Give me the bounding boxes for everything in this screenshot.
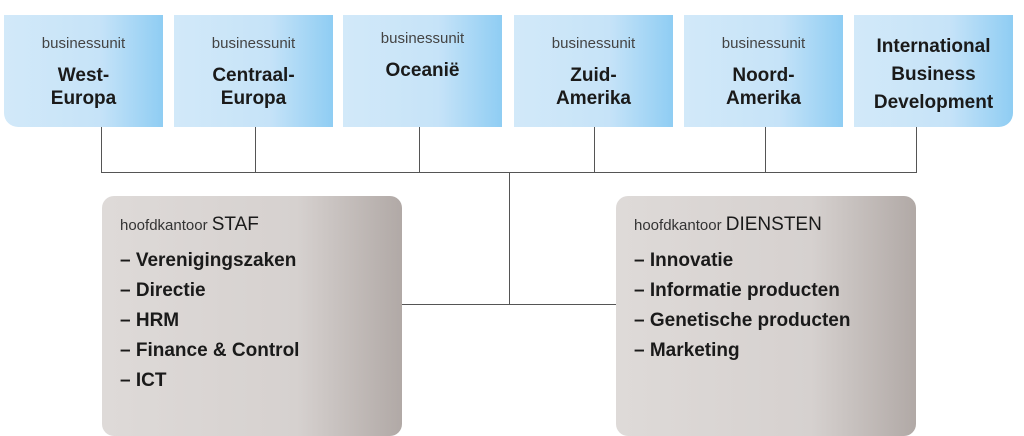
connector: [255, 127, 256, 172]
hq-diensten: hoofdkantoor DIENSTEN – Innovatie – Info…: [616, 196, 916, 436]
unit-noord-amerika: businessunit Noord- Amerika: [684, 15, 843, 127]
unit-oceanie: businessunit Oceanië: [343, 15, 502, 127]
hq-title: hoofdkantoor STAF: [120, 214, 402, 236]
list-item: – Verenigingszaken: [120, 250, 297, 271]
unit-name: Centraal-: [212, 65, 295, 86]
unit-name: Development: [873, 92, 994, 113]
unit-name: Europa: [50, 88, 117, 109]
connector: [765, 127, 766, 172]
list-item: – Finance & Control: [120, 340, 300, 361]
connector: [101, 127, 102, 172]
unit-name: West-: [57, 65, 110, 86]
list-item: – Innovatie: [634, 250, 734, 271]
unit-name: Noord-: [732, 65, 795, 86]
hq-name: STAF: [211, 214, 259, 235]
list-item: – Informatie producten: [634, 280, 840, 301]
unit-zuid-amerika: businessunit Zuid- Amerika: [514, 15, 673, 127]
list-item: – ICT: [120, 370, 167, 391]
unit-name: Amerika: [556, 88, 631, 109]
hq-prefix: hoofdkantoor: [120, 217, 208, 234]
unit-name: Oceanië: [385, 60, 460, 81]
unit-name: Amerika: [726, 88, 801, 109]
hq-name: DIENSTEN: [725, 214, 822, 235]
hq-prefix: hoofdkantoor: [634, 217, 722, 234]
unit-label: businessunit: [551, 35, 636, 52]
connector: [916, 127, 917, 172]
hq-staf: hoofdkantoor STAF – Verenigingszaken – D…: [102, 196, 402, 436]
connector: [594, 127, 595, 172]
hq-title: hoofdkantoor DIENSTEN: [634, 214, 916, 236]
list-item: – HRM: [120, 310, 180, 331]
unit-international-business-development: International Business Development: [854, 15, 1013, 127]
unit-label: businessunit: [211, 35, 296, 52]
connector: [419, 127, 420, 172]
unit-label: businessunit: [41, 35, 126, 52]
unit-name: Zuid-: [570, 65, 617, 86]
connector: [509, 172, 510, 304]
unit-label: businessunit: [721, 35, 806, 52]
list-item: – Marketing: [634, 340, 740, 361]
unit-west-europa: businessunit West- Europa: [4, 15, 163, 127]
unit-centraal-europa: businessunit Centraal- Europa: [174, 15, 333, 127]
unit-label: businessunit: [380, 30, 465, 47]
unit-name: International: [876, 36, 991, 57]
connector: [402, 304, 616, 305]
unit-name: Europa: [220, 88, 287, 109]
list-item: – Genetische producten: [634, 310, 851, 331]
list-item: – Directie: [120, 280, 206, 301]
unit-name: Business: [891, 64, 976, 85]
